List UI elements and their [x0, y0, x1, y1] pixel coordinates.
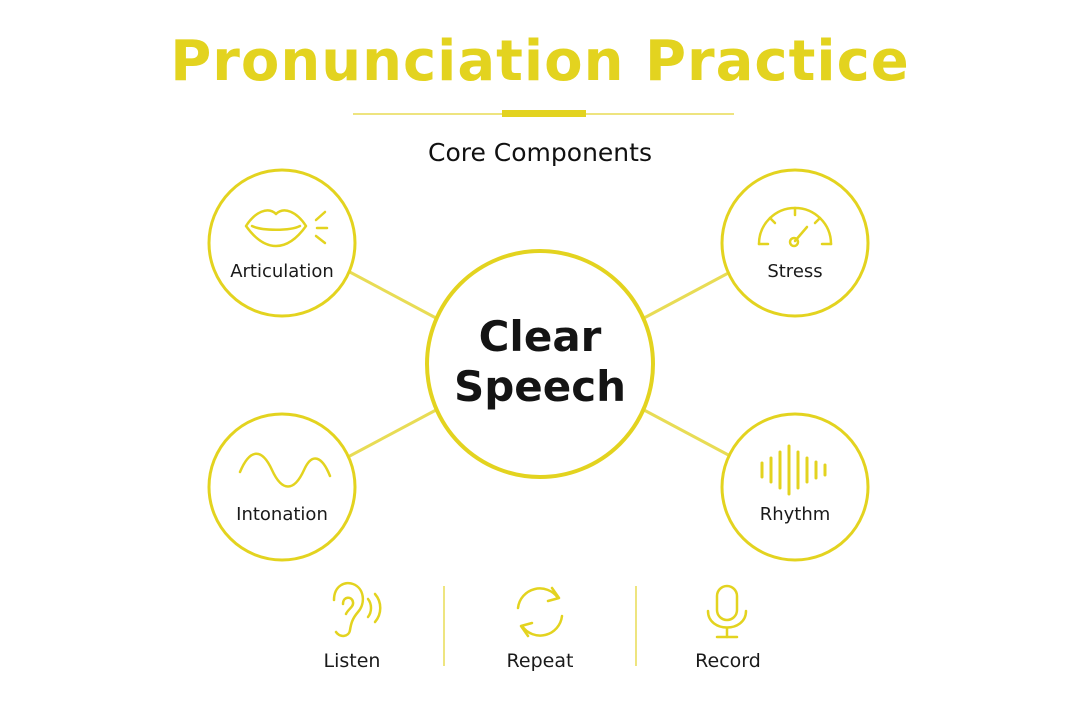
title-divider-accent: [502, 110, 586, 117]
intonation-circle: [207, 412, 357, 562]
stress-circle: [720, 168, 870, 318]
repeat-label: Repeat: [506, 650, 574, 672]
center-label-line-1: Clear: [478, 312, 602, 361]
center-label-line-2: Speech: [453, 362, 627, 411]
lips-icon: [244, 209, 329, 248]
listen-label: Listen: [323, 650, 381, 672]
connector-intonation: [345, 408, 437, 460]
connector-rhythm: [643, 408, 735, 460]
rhythm-circle: [720, 412, 870, 562]
wave-icon: [238, 452, 332, 488]
repeat-icon: [516, 586, 564, 638]
center-circle: [425, 249, 655, 479]
sound-bars-icon: [760, 444, 827, 496]
center-label: Clear Speech: [440, 312, 640, 412]
connector-articulation: [345, 268, 437, 320]
rhythm-label: Rhythm: [759, 504, 831, 525]
ear-icon: [332, 581, 382, 638]
articulation-circle: [207, 168, 357, 318]
intonation-label: Intonation: [236, 504, 328, 525]
record-label: Record: [695, 650, 761, 672]
stress-label: Stress: [767, 261, 823, 282]
section-subtitle: Core Components: [428, 138, 652, 167]
gauge-icon: [757, 206, 833, 248]
microphone-icon: [706, 584, 748, 639]
articulation-label: Articulation: [230, 261, 334, 282]
page-title: Pronunciation Practice: [170, 29, 910, 94]
connector-stress: [643, 268, 735, 320]
